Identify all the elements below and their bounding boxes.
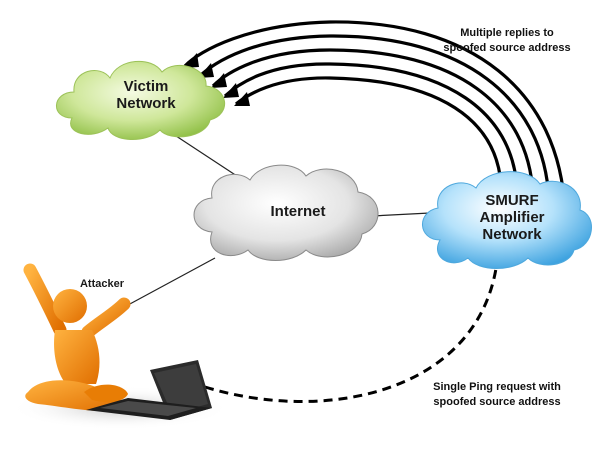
victim-label-line1: Victim bbox=[123, 78, 169, 95]
victim-network-label: Victim Network bbox=[104, 78, 188, 113]
link-victim-internet bbox=[169, 131, 244, 181]
internet-cloud bbox=[193, 164, 379, 261]
internet-label: Internet bbox=[270, 203, 326, 220]
amplifier-network-label: SMURF Amplifier Network bbox=[462, 192, 562, 243]
person-icon bbox=[23, 263, 67, 337]
reply-arrows bbox=[183, 20, 567, 213]
link-internet-attacker bbox=[127, 257, 216, 306]
amplifier-label-line3: Network bbox=[482, 225, 542, 243]
link-internet-amplifier bbox=[371, 212, 431, 217]
reply-arrow-3 bbox=[211, 48, 535, 195]
replies-annotation-line2: spoofed source address bbox=[443, 41, 571, 54]
laptop-icon bbox=[86, 360, 212, 420]
replies-annotation: Multiple replies to spoofed source addre… bbox=[432, 26, 582, 56]
request-annotation-line2: spoofed source address bbox=[433, 395, 561, 408]
amplifier-network-cloud bbox=[422, 171, 592, 269]
reply-arrow-1 bbox=[183, 20, 567, 213]
victim-label-line2: Network bbox=[116, 95, 176, 113]
reply-arrow-4 bbox=[223, 62, 519, 189]
reply-arrow-2 bbox=[198, 34, 551, 201]
amplifier-label-line1: SMURF bbox=[485, 192, 539, 209]
network-links bbox=[127, 131, 431, 306]
request-annotation: Single Ping request with spoofed source … bbox=[412, 380, 582, 410]
replies-annotation-line1: Multiple replies to bbox=[460, 27, 554, 39]
attacker-label: Attacker bbox=[79, 278, 125, 290]
victim-network-cloud bbox=[56, 60, 226, 141]
amplifier-label-line2: Amplifier bbox=[479, 208, 545, 226]
reply-arrow-5 bbox=[234, 76, 503, 185]
ping-request-arrow bbox=[204, 250, 506, 403]
request-annotation-line1: Single Ping request with bbox=[433, 381, 561, 393]
